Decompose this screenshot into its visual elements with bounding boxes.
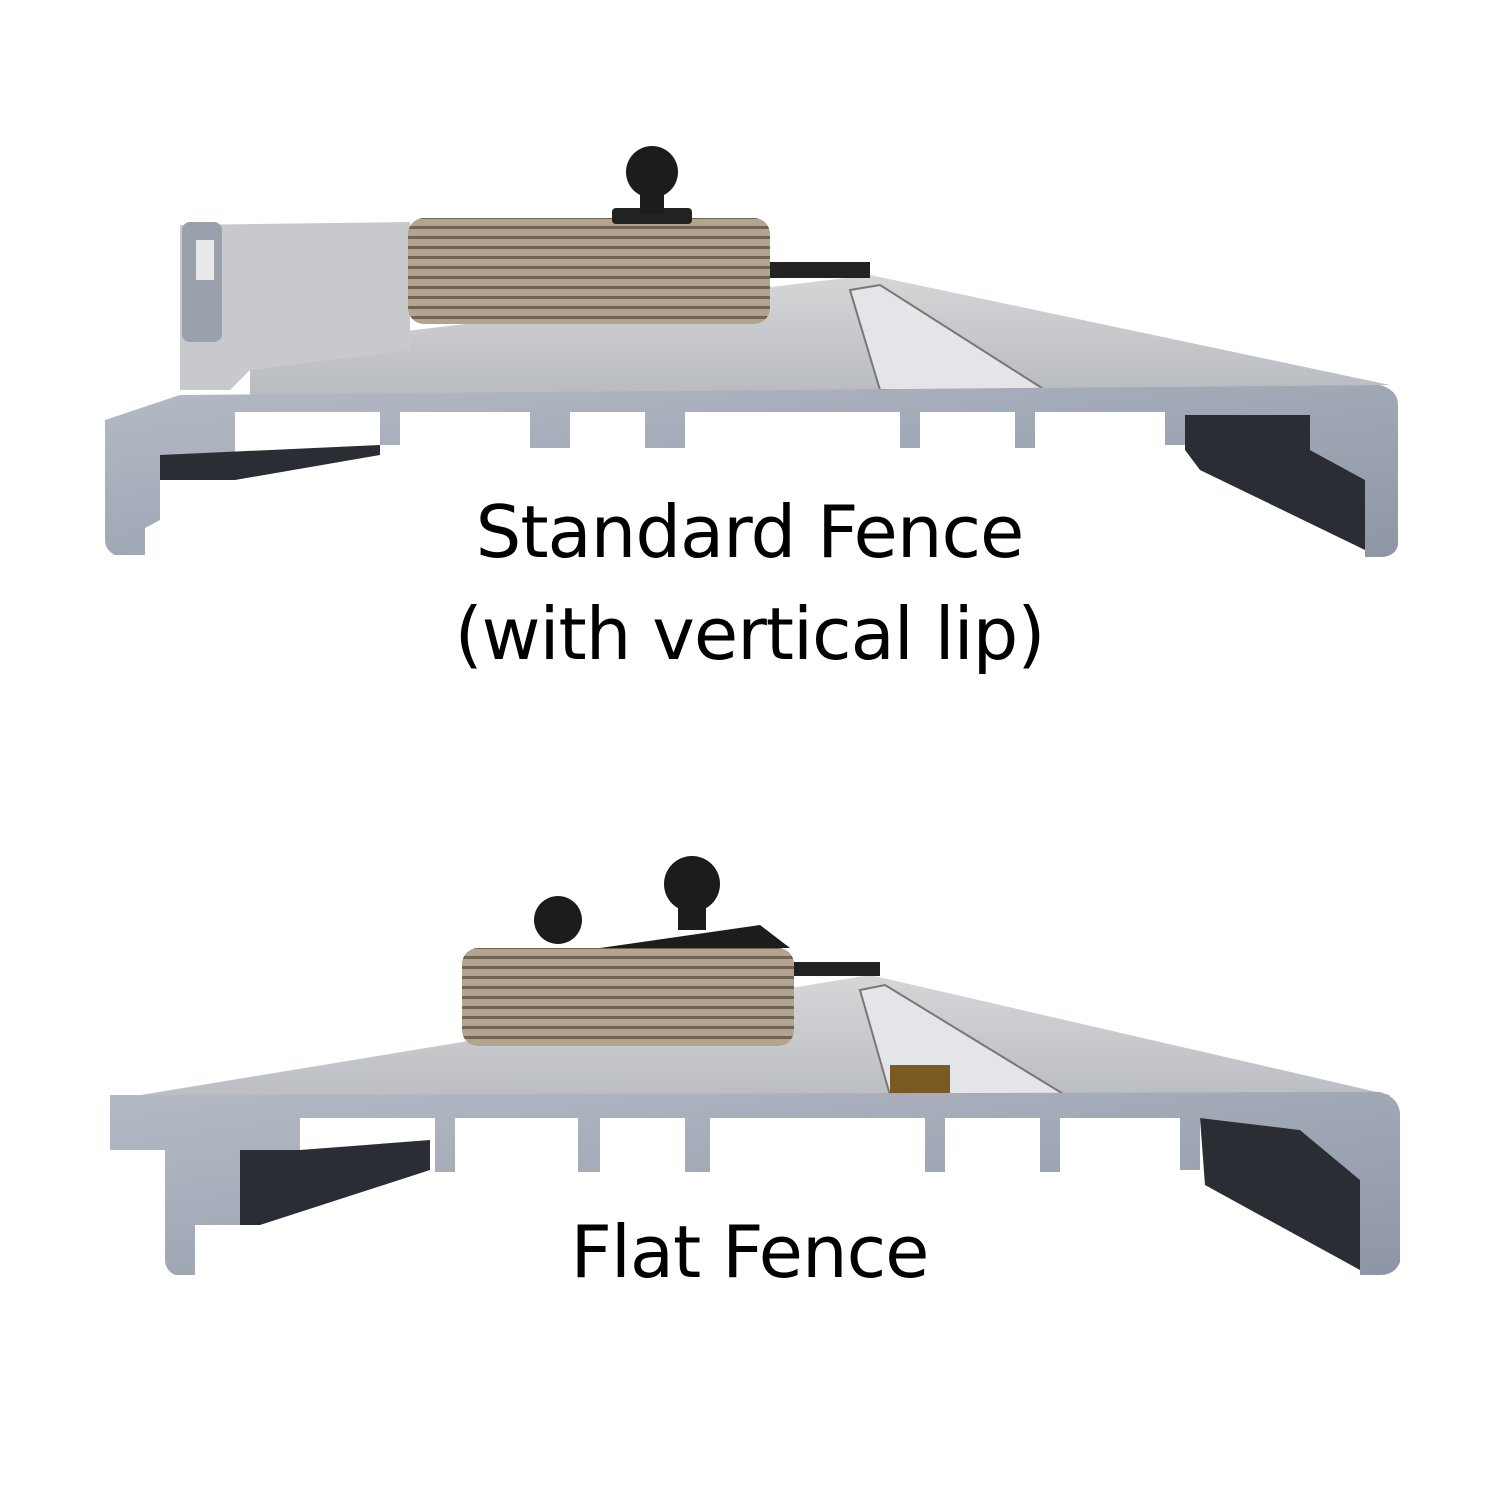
extrusion-profile xyxy=(105,385,1398,557)
clamp-plate xyxy=(770,262,870,278)
wood-block xyxy=(408,218,770,324)
standard-fence-subtitle: (with vertical lip) xyxy=(454,592,1046,676)
standard-fence-title: Standard Fence xyxy=(475,490,1025,574)
standard-fence-photo xyxy=(105,146,1398,557)
knob-icon xyxy=(664,856,720,912)
side-knob-icon xyxy=(534,896,582,944)
ruler-label xyxy=(890,1065,950,1095)
fence-top-surface xyxy=(250,275,1390,395)
extrusion-profile xyxy=(110,1092,1400,1275)
flat-fence-title: Flat Fence xyxy=(570,1210,930,1294)
wood-block xyxy=(462,948,794,1046)
vertical-lip xyxy=(180,222,410,390)
flat-fence-photo xyxy=(110,856,1400,1275)
clamp-plate xyxy=(794,962,880,976)
knob-icon xyxy=(626,146,678,198)
